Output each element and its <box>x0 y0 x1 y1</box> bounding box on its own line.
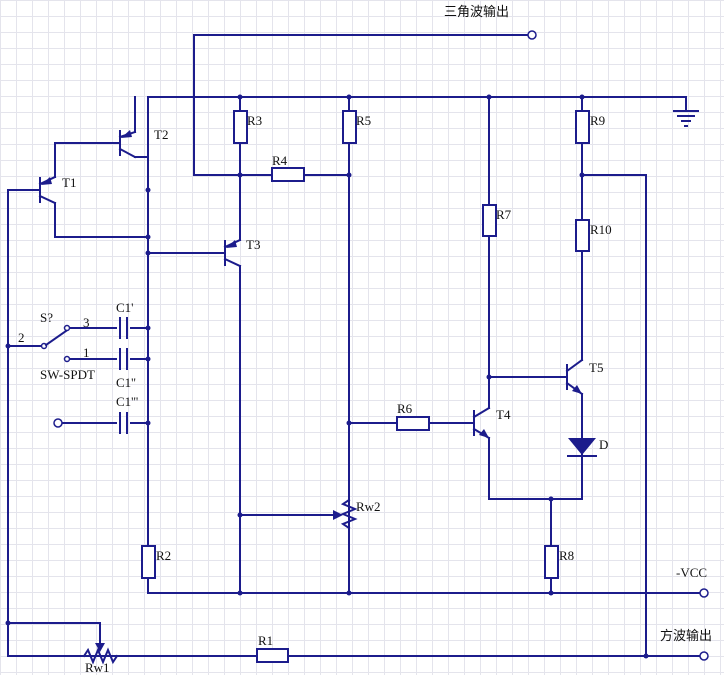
label-t4: T4 <box>496 407 511 422</box>
switch-spdt[interactable] <box>40 324 71 363</box>
label-switch-pin-b: 1 <box>83 345 90 360</box>
label-square-out: 方波输出 <box>660 628 712 644</box>
junction-dot <box>145 356 151 362</box>
junction-dot <box>548 590 554 596</box>
label-triangle-out: 三角波输出 <box>444 4 509 20</box>
label-neg-vcc: -VCC <box>676 565 707 580</box>
labels: 三角波输出 方波输出 -VCC T1 T2 T3 T4 T5 R3 R5 R4 … <box>18 4 712 675</box>
emitter-arrow-icon <box>121 130 132 138</box>
label-r7: R7 <box>496 207 512 222</box>
label-r4: R4 <box>272 153 288 168</box>
junction-dot <box>5 343 11 349</box>
junctions <box>5 94 649 659</box>
label-rw1: Rw1 <box>85 660 110 675</box>
emitter-arrow-icon <box>41 177 52 185</box>
label-r3: R3 <box>247 113 262 128</box>
terminal-triangle-out[interactable] <box>527 30 537 40</box>
junction-dot <box>145 234 151 240</box>
terminal-square-out[interactable] <box>699 651 709 661</box>
junction-dot <box>237 94 243 100</box>
transistor-t3[interactable] <box>223 238 242 268</box>
transistor-t4[interactable] <box>464 406 491 440</box>
label-diode: D <box>599 437 608 452</box>
potentiometer-rw1[interactable] <box>82 643 119 665</box>
resistor-r10[interactable] <box>575 219 590 252</box>
junction-dot <box>643 653 649 659</box>
resistor-r6[interactable] <box>396 416 430 431</box>
junction-dot <box>5 620 11 626</box>
terminal-c1-input[interactable] <box>53 418 63 428</box>
resistor-r9[interactable] <box>575 110 590 144</box>
resistor-r7[interactable] <box>482 204 497 237</box>
emitter-arrow-icon <box>572 385 582 394</box>
junction-dot <box>486 94 492 100</box>
label-c1c: C1''' <box>116 394 138 409</box>
junction-dot <box>145 250 151 256</box>
junction-dot <box>145 420 151 426</box>
label-switch-part: SW-SPDT <box>40 367 95 382</box>
label-switch-pin-a: 3 <box>83 315 90 330</box>
diode-d[interactable] <box>567 438 597 457</box>
potentiometer-rw2[interactable] <box>333 498 358 530</box>
label-rw2: Rw2 <box>356 499 381 514</box>
junction-dot <box>145 187 151 193</box>
junction-dot <box>486 374 492 380</box>
label-r10: R10 <box>590 222 612 237</box>
resistor-r1[interactable] <box>256 648 289 663</box>
label-r5: R5 <box>356 113 371 128</box>
junction-dot <box>237 590 243 596</box>
junction-dot <box>579 172 585 178</box>
capacitor-c1b[interactable] <box>119 348 128 370</box>
capacitor-c1c[interactable] <box>119 412 128 434</box>
emitter-arrow-icon <box>226 240 237 248</box>
terminal-neg-vcc[interactable] <box>699 588 709 598</box>
label-t5: T5 <box>589 360 603 375</box>
junction-dot <box>145 325 151 331</box>
resistor-r8[interactable] <box>544 545 559 579</box>
wiper-arrow-icon <box>95 643 105 652</box>
label-t2: T2 <box>154 127 168 142</box>
transistor-t1[interactable] <box>38 175 57 205</box>
wiper-arrow-icon <box>333 510 343 520</box>
junction-dot <box>346 420 352 426</box>
label-c1b: C1'' <box>116 375 136 390</box>
label-r2: R2 <box>156 548 171 563</box>
label-t1: T1 <box>62 175 76 190</box>
label-r8: R8 <box>559 548 574 563</box>
label-t3: T3 <box>246 237 260 252</box>
junction-dot <box>346 172 352 178</box>
resistor-r3[interactable] <box>233 110 248 144</box>
capacitor-c1a[interactable] <box>119 317 128 339</box>
resistor-r2[interactable] <box>141 545 156 579</box>
label-r1: R1 <box>258 633 273 648</box>
label-switch-pin-common: 2 <box>18 330 25 345</box>
transistor-t2[interactable] <box>118 130 137 159</box>
label-r6: R6 <box>397 401 413 416</box>
junction-dot <box>237 512 243 518</box>
junction-dot <box>346 590 352 596</box>
transistor-t5[interactable] <box>557 358 584 396</box>
junction-dot <box>548 496 554 502</box>
junction-dot <box>579 94 585 100</box>
resistor-r5[interactable] <box>342 110 357 144</box>
label-r9: R9 <box>590 113 605 128</box>
resistor-r4[interactable] <box>271 167 305 182</box>
junction-dot <box>346 94 352 100</box>
label-c1a: C1' <box>116 300 134 315</box>
emitter-arrow-icon <box>479 429 489 438</box>
ground-icon <box>673 96 699 127</box>
junction-dot <box>237 172 243 178</box>
label-switch-ref: S? <box>40 310 53 325</box>
